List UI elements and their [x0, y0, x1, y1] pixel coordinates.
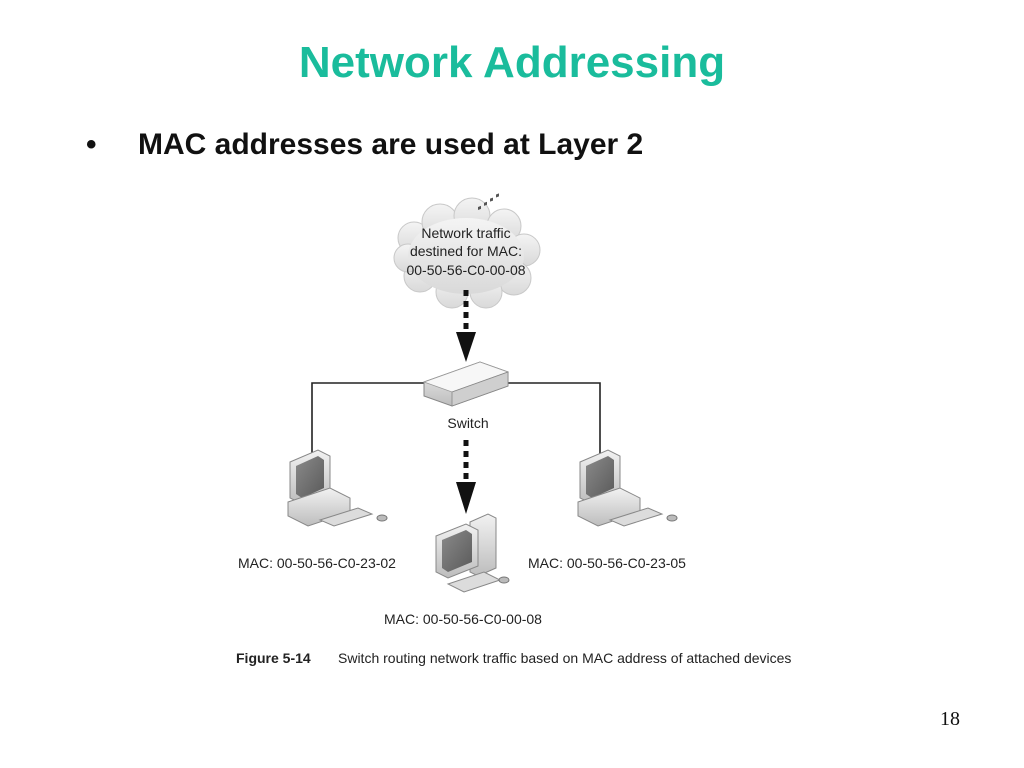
traffic-arrow-bottom: [456, 440, 476, 514]
bullet-marker: •: [86, 128, 97, 161]
traffic-arrow-top: [456, 290, 476, 362]
left-mac-label: MAC: 00-50-56-C0-23-02: [238, 555, 396, 571]
traffic-cloud: Network traffic destined for MAC: 00-50-…: [393, 197, 541, 309]
cloud-line-1: Network traffic: [421, 225, 510, 241]
network-links: [311, 382, 601, 457]
page-number: 18: [940, 708, 960, 730]
left-computer: [287, 449, 388, 527]
switch-label: Switch: [447, 415, 488, 431]
cloud-line-2: destined for MAC:: [410, 243, 522, 259]
slide-title: Network Addressing: [298, 38, 726, 87]
bullet-item: • MAC addresses are used at Layer 2: [86, 128, 643, 162]
figure-number: Figure 5-14: [236, 650, 311, 666]
cloud-line-3: 00-50-56-C0-00-08: [406, 262, 525, 278]
right-computer: [577, 449, 678, 527]
center-mac-label: MAC: 00-50-56-C0-00-08: [384, 611, 542, 627]
right-mac-label: MAC: 00-50-56-C0-23-05: [528, 555, 686, 571]
figure-caption: Switch routing network traffic based on …: [338, 650, 791, 666]
switch-device: Switch: [422, 193, 510, 431]
center-computer: [435, 513, 510, 593]
bullet-text: MAC addresses are used at Layer 2: [138, 128, 644, 161]
